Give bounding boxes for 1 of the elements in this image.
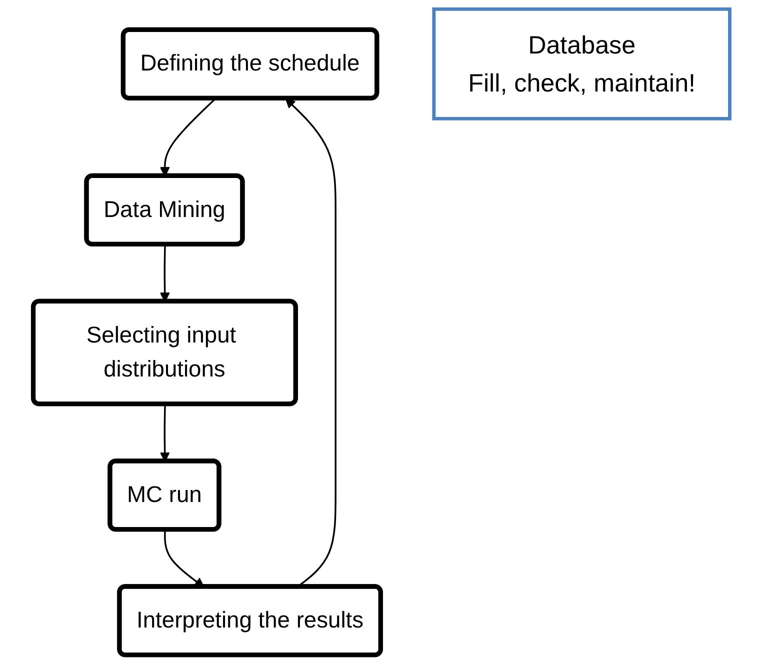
- node-box: Database Fill, check, maintain!: [432, 7, 732, 120]
